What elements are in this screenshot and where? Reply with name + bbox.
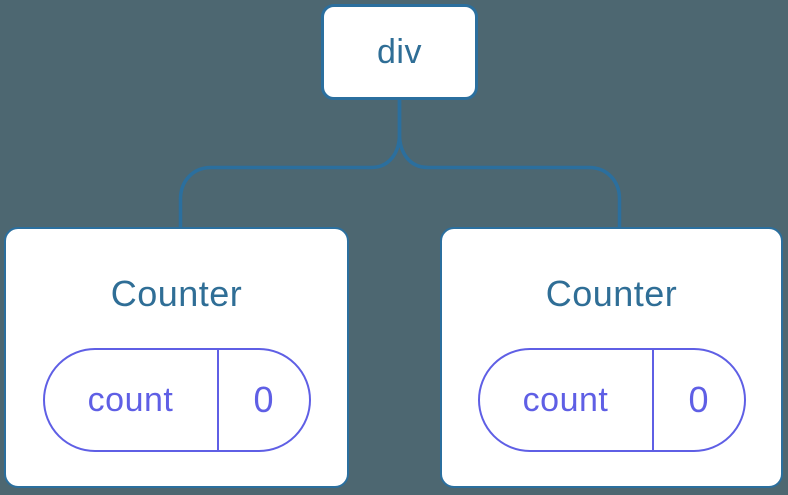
state-divider — [651, 350, 654, 450]
state-badge: count 0 — [477, 348, 746, 452]
node-div-label: div — [377, 32, 422, 71]
connector-left-branch — [178, 98, 402, 230]
component-title: Counter — [110, 273, 243, 314]
counter-card-right: Counter count 0 — [440, 227, 783, 488]
state-key: count — [522, 380, 609, 419]
state-key: count — [87, 380, 174, 419]
state-badge: count 0 — [42, 348, 311, 452]
state-value: 0 — [688, 379, 709, 420]
node-div: div — [321, 4, 478, 100]
state-divider — [216, 350, 219, 450]
component-title: Counter — [545, 273, 678, 314]
counter-card-left: Counter count 0 — [4, 227, 349, 488]
connector-right-branch — [397, 98, 622, 230]
state-value: 0 — [253, 379, 274, 420]
